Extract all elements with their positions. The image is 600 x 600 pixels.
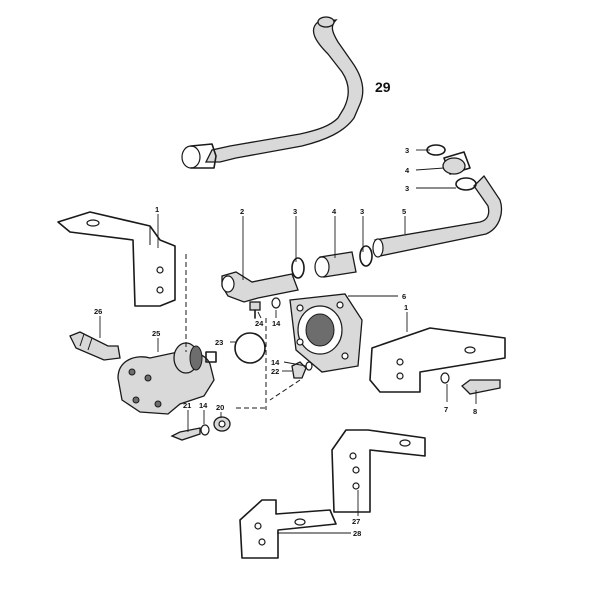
bracket-27 xyxy=(331,429,426,513)
label-24: 24 xyxy=(255,319,264,328)
bracket-1-right xyxy=(369,327,506,393)
label-23: 23 xyxy=(215,338,223,347)
label-26: 26 xyxy=(94,307,102,316)
label-20: 20 xyxy=(216,403,224,412)
label-14-b: 14 xyxy=(271,358,280,367)
bracket-28 xyxy=(239,499,337,559)
label-1-left: 1 xyxy=(155,205,159,214)
label-22: 22 xyxy=(271,367,279,376)
label-29: 29 xyxy=(375,79,391,95)
label-3-a: 3 xyxy=(293,207,297,216)
label-4-a: 4 xyxy=(332,207,337,216)
label-5: 5 xyxy=(402,207,406,216)
label-28: 28 xyxy=(353,529,361,538)
label-3-c: 3 xyxy=(405,146,409,155)
bolt-8 xyxy=(440,372,501,395)
label-7: 7 xyxy=(444,405,448,414)
elbow-2 xyxy=(221,271,299,303)
label-27: 27 xyxy=(352,517,360,526)
flange-plate-6 xyxy=(289,293,363,373)
o-ring-23 xyxy=(234,332,266,364)
label-21: 21 xyxy=(183,401,191,410)
bracket-1-left xyxy=(57,211,176,307)
hose-29 xyxy=(181,16,364,169)
pump-25 xyxy=(117,342,217,415)
bolt-21 xyxy=(170,416,231,441)
hose-nipple-26 xyxy=(69,331,121,361)
label-3-b: 3 xyxy=(360,207,364,216)
label-8: 8 xyxy=(473,407,477,416)
leader-lines xyxy=(99,149,477,534)
label-4-b: 4 xyxy=(405,166,410,175)
bolt-24 xyxy=(249,297,281,319)
label-14-a: 14 xyxy=(272,319,281,328)
hose-sleeve-4 xyxy=(291,245,373,279)
label-25: 25 xyxy=(152,329,160,338)
label-3-d: 3 xyxy=(405,184,409,193)
label-6: 6 xyxy=(402,292,406,301)
assembly-lines xyxy=(185,254,301,410)
part-number-labels: 29 1 2 3 4 3 5 3 4 3 6 1 26 25 23 24 14 … xyxy=(94,79,477,538)
label-1-right: 1 xyxy=(404,303,408,312)
label-14-c: 14 xyxy=(199,401,208,410)
label-2: 2 xyxy=(240,207,244,216)
hose-5 xyxy=(372,144,503,258)
